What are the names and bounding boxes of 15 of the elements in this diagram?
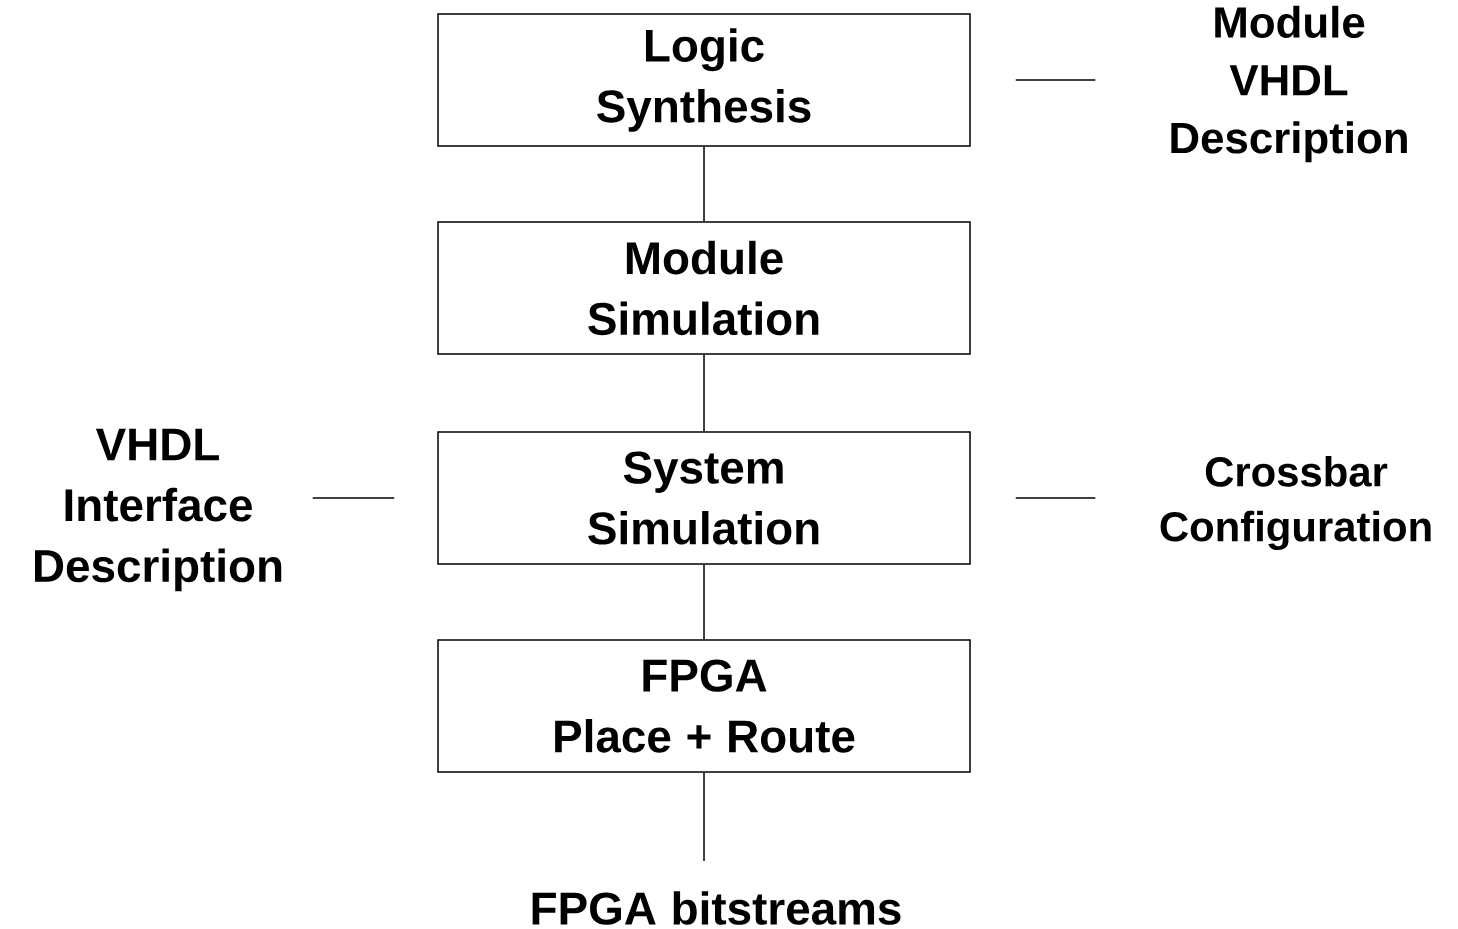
label-text: Crossbar Configuration (1160, 456, 1431, 550)
connector-line (1015, 497, 1097, 499)
label-text: VHDL Interface Description (35, 428, 282, 592)
connector-line (311, 497, 395, 499)
label-text: Module VHDL Description (1171, 5, 1407, 163)
process-box: FPGA Place + Route (437, 639, 971, 773)
connector-line (703, 564, 705, 640)
connector-line (703, 354, 705, 432)
connector-line (703, 772, 705, 862)
process-box: System Simulation (437, 431, 971, 565)
label-text: FPGA bitstreams (532, 891, 901, 925)
connector-line (703, 146, 705, 222)
process-box: Logic Synthesis (437, 13, 971, 147)
process-box: Module Simulation (437, 221, 971, 355)
connector-line (1015, 79, 1097, 81)
